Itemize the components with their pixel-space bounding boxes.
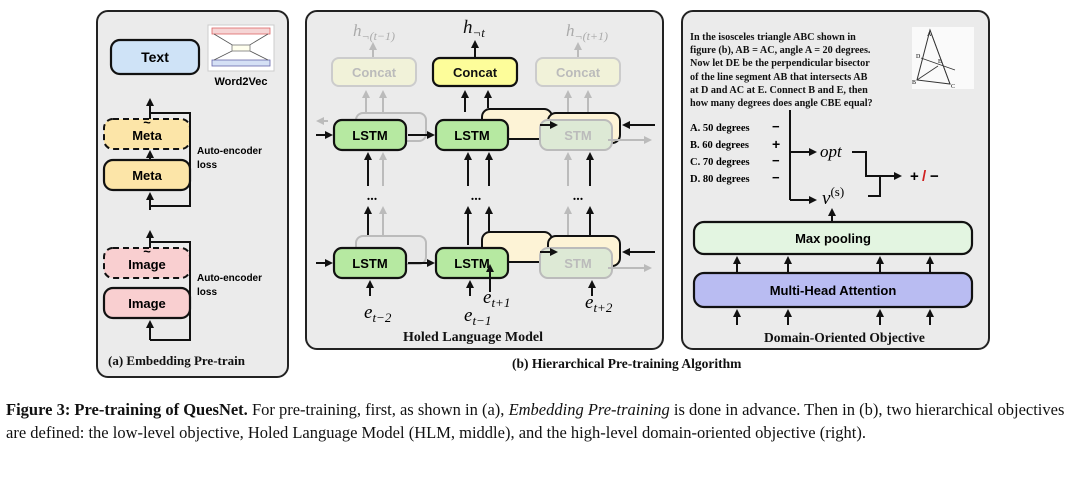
e-t-minus-2: et−2 xyxy=(364,302,392,325)
concat-right-box xyxy=(535,57,621,87)
lstm-bottom-right-label: STM xyxy=(564,256,591,271)
dots-left: ... xyxy=(367,189,378,204)
meta-reconstructed-box xyxy=(103,118,191,150)
figure-caption-label: Figure 3: Pre-training of QuesNet. xyxy=(6,400,248,419)
svg-text:D: D xyxy=(916,54,921,60)
opt-label: opt xyxy=(820,142,843,161)
text-box xyxy=(109,38,201,76)
ae-loss-2-line1: Auto-encoder xyxy=(197,273,262,284)
triangle-figure: A B C D E xyxy=(912,27,974,90)
panel-hlm-caption: Holed Language Model xyxy=(403,330,544,345)
meta-tilde-mark: ~ xyxy=(143,115,151,130)
question-line: Now let DE be the perpendicular bisector xyxy=(690,58,870,70)
concat-mid-label: Concat xyxy=(453,65,498,80)
lstm-bottom-left-box xyxy=(332,246,408,280)
option-d-sign: − xyxy=(772,170,780,185)
lstm-bottom-mid-label: LSTM xyxy=(454,256,489,271)
image-reconstructed-label: Image xyxy=(128,257,166,272)
multi-head-attention-label: Multi-Head Attention xyxy=(770,283,897,298)
question-line: figure (b), AB = AC, angle A = 20 degree… xyxy=(690,45,871,57)
max-pooling-label: Max pooling xyxy=(795,231,871,246)
lstm-top-left-box xyxy=(332,118,408,152)
lstm-top-mid-box xyxy=(434,118,510,152)
figure-caption-part2: is done in advance. Then in (b), two hie… xyxy=(6,400,1065,442)
question-line: at D and AC at E. Connect B and E, then xyxy=(690,84,868,96)
word2vec-thumbnail xyxy=(207,24,275,72)
max-pooling-box xyxy=(692,220,974,256)
lstm-top-right-label: STM xyxy=(564,128,591,143)
option-a: A. 50 degrees xyxy=(690,123,750,134)
concat-mid-box xyxy=(431,56,519,88)
h-prev-label: h¬(t−1) xyxy=(353,21,395,43)
option-b-sign: + xyxy=(772,136,780,152)
dots-right: ... xyxy=(573,189,584,204)
concat-right-label: Concat xyxy=(556,65,601,80)
lstm-bottom-left-label: LSTM xyxy=(352,256,387,271)
svg-text:B: B xyxy=(912,80,916,86)
lstm-bottom-right-box xyxy=(539,247,613,279)
image-tilde-mark: ~ xyxy=(143,244,151,259)
ae-loss-1-line1: Auto-encoder xyxy=(197,146,262,157)
concat-left-box xyxy=(331,57,417,87)
image-label: Image xyxy=(128,296,166,311)
meta-label: Meta xyxy=(132,168,162,183)
result-plus: + xyxy=(910,168,919,185)
concat-left-label: Concat xyxy=(352,65,397,80)
lstm-top-right-box xyxy=(539,119,613,151)
h-next-label: h¬(t+1) xyxy=(566,21,608,43)
option-d: D. 80 degrees xyxy=(690,174,750,185)
ae-loss-1-line2: loss xyxy=(197,160,217,171)
svg-text:C: C xyxy=(951,84,955,90)
option-a-sign: − xyxy=(772,119,780,134)
image-reconstructed-box xyxy=(103,247,191,279)
figure-caption: Figure 3: Pre-training of QuesNet. For p… xyxy=(6,398,1076,444)
result-slash: / xyxy=(922,168,927,185)
h-cur-label: h¬t xyxy=(463,17,485,40)
question-line: of the line segment AB that intersects A… xyxy=(690,71,868,83)
question-line: how many degrees does angle CBE equal? xyxy=(690,98,873,110)
e-t-plus-1: et+1 xyxy=(483,287,510,310)
multi-head-attention-box xyxy=(692,271,974,309)
panel-doo-caption: Domain-Oriented Objective xyxy=(764,330,925,345)
figure-caption-part1: For pre-training, first, as shown in (a)… xyxy=(247,400,509,419)
figure-caption-italic: Embedding Pre-training xyxy=(508,400,670,419)
e-t-plus-2: et+2 xyxy=(585,292,613,315)
panel-a-caption: (a) Embedding Pre-train xyxy=(108,353,245,368)
lstm-top-mid-label: LSTM xyxy=(454,128,489,143)
e-t-minus-1: et−1 xyxy=(464,305,491,328)
question-line: In the isosceles triangle ABC shown in xyxy=(690,32,856,43)
option-c-sign: − xyxy=(772,153,780,168)
dots-mid: ... xyxy=(471,189,482,204)
option-b: B. 60 degrees xyxy=(690,140,749,151)
panel-b-caption: (b) Hierarchical Pre-training Algorithm xyxy=(512,356,742,371)
question-text: In the isosceles triangle ABC shown in f… xyxy=(690,31,905,110)
option-c: C. 70 degrees xyxy=(690,157,750,168)
v-label: v(s) xyxy=(822,184,844,209)
meta-reconstructed-label: Meta xyxy=(132,128,162,143)
lstm-top-left-label: LSTM xyxy=(352,128,387,143)
ae-loss-2-line2: loss xyxy=(197,287,217,298)
text-box-label: Text xyxy=(141,49,169,65)
result-minus: − xyxy=(930,168,939,185)
svg-text:E: E xyxy=(938,59,942,65)
word2vec-label: Word2Vec xyxy=(215,76,268,88)
svg-text:A: A xyxy=(927,32,932,38)
